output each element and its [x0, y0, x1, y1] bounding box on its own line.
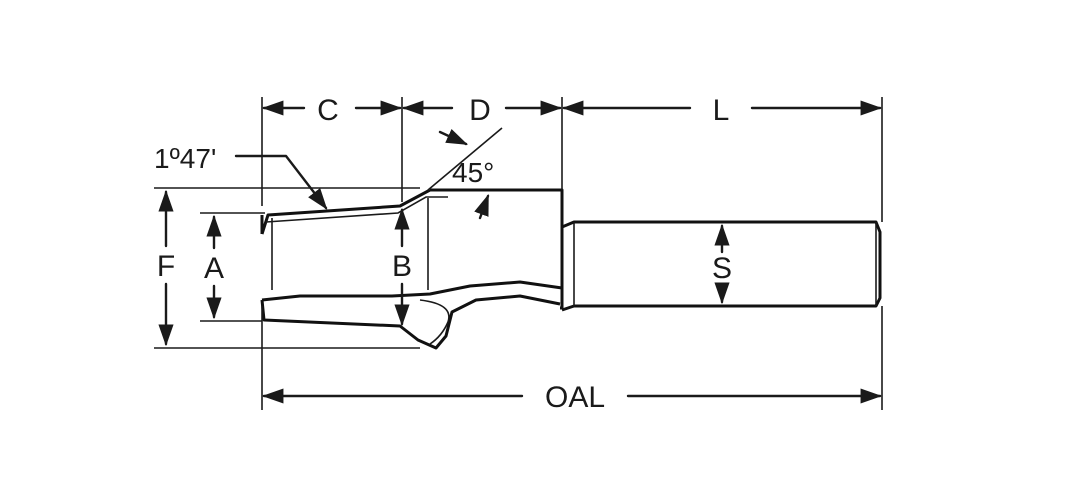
label-l: L: [713, 94, 730, 127]
label-oal: OAL: [545, 381, 605, 414]
label-b: B: [392, 250, 412, 283]
chamfer-angle-callout: 45°: [427, 127, 503, 220]
taper-angle-callout: 1º47': [154, 143, 328, 210]
dimension-s: S: [712, 223, 732, 305]
dimension-f: F: [157, 189, 175, 347]
label-taper-angle: 1º47': [154, 143, 216, 174]
label-chamfer-angle: 45°: [452, 157, 494, 188]
label-d: D: [469, 94, 491, 127]
tool-outline: [260, 188, 882, 350]
dimension-c: C: [261, 94, 403, 127]
label-c: C: [317, 94, 339, 127]
dimension-a: A: [204, 214, 224, 320]
dimension-d: D: [401, 94, 563, 127]
dimension-b: B: [392, 207, 412, 327]
label-s: S: [712, 252, 732, 285]
dimension-oal: OAL: [261, 381, 883, 414]
extension-lines: [154, 97, 883, 410]
dimension-l: L: [561, 94, 883, 127]
label-a: A: [204, 252, 224, 285]
label-f: F: [157, 250, 175, 283]
